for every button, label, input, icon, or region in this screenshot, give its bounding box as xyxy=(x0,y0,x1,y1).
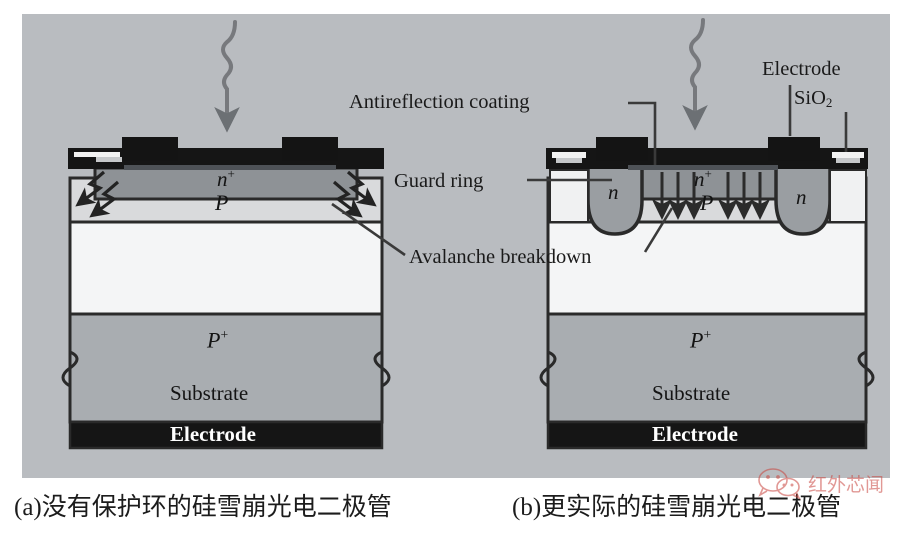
caption-a: (a)没有保护环的硅雪崩光电二极管 xyxy=(14,494,392,521)
device-b-bottom-electrode xyxy=(546,420,868,450)
device-b-oxide-highlight-right xyxy=(832,152,864,158)
incident-light-arrows xyxy=(214,18,708,133)
device-b-oxide-highlight-right2 xyxy=(836,158,860,163)
caption-b: (b)更实际的硅雪崩光电二极管 xyxy=(512,494,842,521)
device-a-n-plus-label: n+ xyxy=(217,166,235,191)
device-b-field-arrows xyxy=(651,172,771,220)
device-a-breakdown-arrows xyxy=(75,170,377,218)
device-b-oxide-highlight-left2 xyxy=(556,158,582,163)
sio2-text: SiO xyxy=(794,87,826,109)
device-b-n-plus-label: n+ xyxy=(694,166,712,191)
device-b-top-electrode-left xyxy=(596,137,648,161)
incident-light-arrow-b xyxy=(682,18,708,131)
leader-avalanche-breakdown-right xyxy=(643,207,674,253)
device-b-break-mark-right xyxy=(857,350,875,388)
device-a-p-label: P xyxy=(215,190,229,215)
device-b-substrate-label: Substrate xyxy=(652,381,731,405)
device-a-bottom-electrode xyxy=(68,420,384,450)
device-b-guard-ring-left-label: n xyxy=(608,180,619,204)
sio2-subscript: 2 xyxy=(825,95,833,110)
watermark-text: 红外芯闻 xyxy=(808,475,885,496)
device-b-edge-block-right xyxy=(829,169,867,223)
device-b-p-label: P xyxy=(700,190,714,215)
device-a-substrate-label: Substrate xyxy=(170,381,249,405)
callout-avalanche-breakdown: Avalanche breakdown xyxy=(409,246,592,268)
device-a-top-electrode-left xyxy=(122,137,178,161)
device-a-substrate-layer xyxy=(68,312,384,424)
device-b-top-electrode-right xyxy=(768,137,820,161)
callout-electrode-top: Electrode xyxy=(762,58,841,80)
device-a-bottom-electrode-label: Electrode xyxy=(170,422,256,446)
device-a-oxide-highlight xyxy=(74,152,120,157)
device-b-oxide-highlight-left xyxy=(552,152,586,158)
callout-guard-ring: Guard ring xyxy=(394,170,484,192)
device-a-antireflection-stripe xyxy=(124,165,336,170)
device-a-top-electrode-right xyxy=(282,137,338,161)
callout-leader-lines xyxy=(331,85,848,257)
device-a-intrinsic-layer xyxy=(68,220,384,316)
watermark: 红外芯闻 xyxy=(756,468,906,510)
device-b-p-plus-label: P+ xyxy=(690,327,712,353)
device-b-break-mark-left xyxy=(539,350,557,388)
device-b-edge-block-left xyxy=(549,169,589,223)
callout-sio2: SiO2 xyxy=(794,87,832,111)
device-a-break-mark-right xyxy=(373,350,391,388)
device-b-guard-ring-right-label: n xyxy=(796,185,807,209)
device-b-cross-section xyxy=(539,137,875,450)
incident-light-arrow-a xyxy=(214,20,240,133)
device-b-bottom-electrode-label: Electrode xyxy=(652,422,738,446)
device-b-antireflection-stripe xyxy=(628,165,778,170)
device-b-intrinsic-layer xyxy=(546,220,868,316)
device-a-break-mark-left xyxy=(61,350,79,388)
device-a-oxide-highlight-2 xyxy=(96,157,122,162)
device-b-guard-ring-left xyxy=(586,158,644,236)
leader-antireflection-coating xyxy=(628,101,657,165)
callout-antireflection-coating: Antireflection coating xyxy=(349,91,530,113)
leader-avalanche-breakdown-left xyxy=(331,202,406,257)
wechat-icon xyxy=(758,468,801,500)
device-a-p-plus-label: P+ xyxy=(207,327,229,353)
device-a-cross-section xyxy=(61,137,391,450)
